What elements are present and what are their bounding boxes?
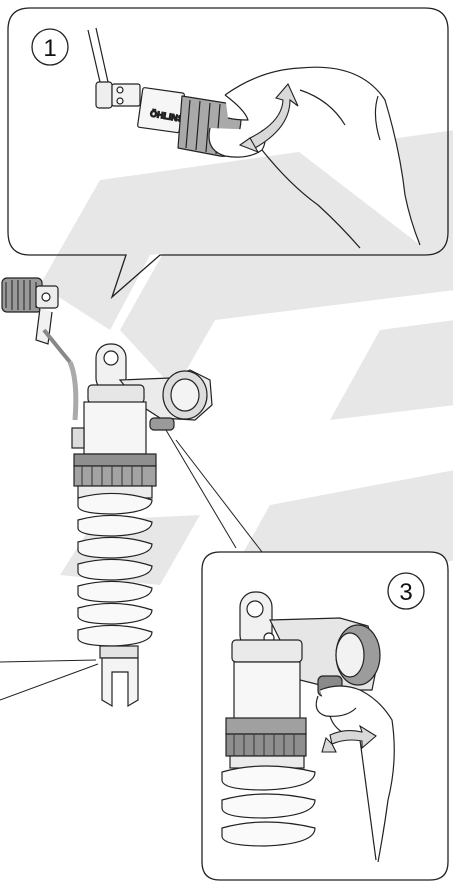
step-1-badge: 1 — [32, 29, 68, 65]
step-3-number: 3 — [399, 579, 412, 606]
step-3-badge: 3 — [388, 573, 424, 609]
step-1-number: 1 — [43, 35, 56, 62]
